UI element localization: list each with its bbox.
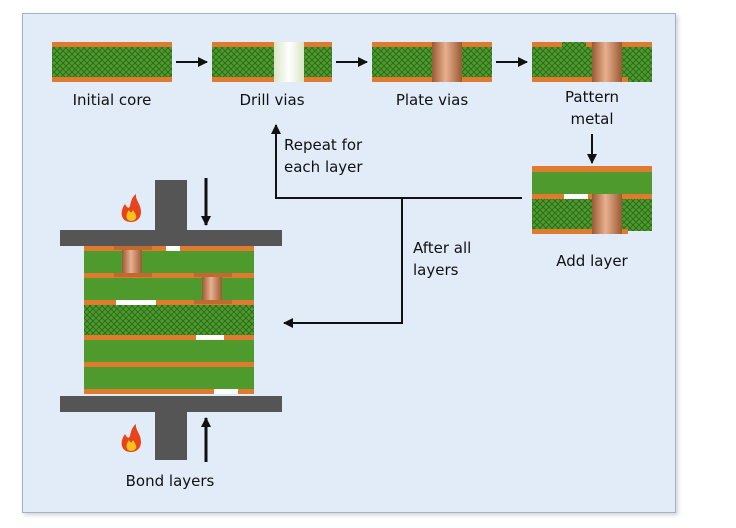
repeat-arrow [271,124,522,199]
label-initial-core: Initial core [72,91,152,109]
label-after-all-1: After all [413,239,472,257]
label-add-layer: Add layer [556,252,628,270]
after-all-layers-arrow [283,198,403,328]
label-pattern-metal-1: Pattern [565,88,619,106]
stage-plate-vias [372,42,492,82]
upper-press-plate [60,230,282,246]
label-repeat-1: Repeat for [284,136,363,154]
label-pattern-metal-2: metal [570,110,614,128]
flame-icon [121,194,141,222]
label-drill-vias: Drill vias [239,91,305,109]
stage-bond-layers [60,180,282,460]
label-plate-vias: Plate vias [395,91,469,109]
lower-press-ram [155,410,187,460]
label-after-all-2: layers [413,261,459,279]
flame-icon [121,424,141,452]
stage-add-layer [532,166,652,234]
drilled-hole [274,42,304,82]
label-repeat-2: each layer [284,158,363,176]
upper-press-ram [155,180,187,232]
stage-initial-core [52,42,172,82]
stage-pattern-metal [532,42,652,82]
stage-drill-vias [212,42,332,82]
label-bond-layers: Bond layers [125,472,215,490]
lower-press-plate [60,396,282,412]
plated-via [432,42,462,82]
